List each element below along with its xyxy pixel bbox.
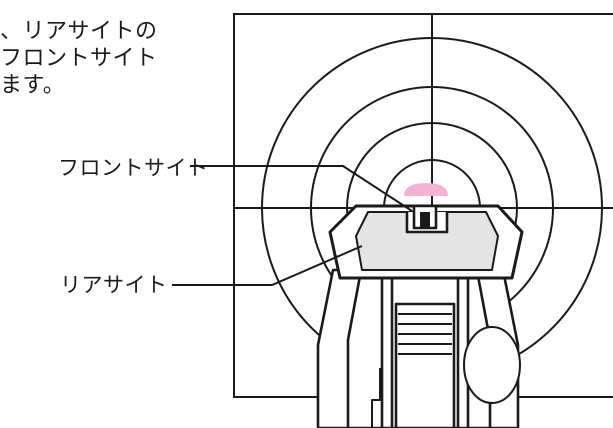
front-sight-inner — [420, 212, 430, 228]
front-sight-label: フロントサイト — [58, 156, 209, 180]
intro-line-1: 、リアサイトの — [0, 19, 158, 44]
leader-lines — [172, 165, 413, 286]
pistol-sight-icon — [316, 204, 524, 428]
slide-cutout — [463, 326, 521, 404]
channel-left — [380, 270, 394, 428]
slide-inner-left — [346, 275, 362, 428]
serration-lines — [398, 313, 452, 355]
front-sight-leader — [190, 165, 413, 212]
intro-line-2: フロントサイト — [0, 46, 158, 71]
target-highlight — [404, 183, 448, 196]
rear-sight-leader — [172, 245, 363, 286]
rear-sight-face — [355, 211, 499, 271]
intro-text: 、リアサイトの フロントサイト ます。 — [0, 18, 158, 99]
slide-serrations — [394, 302, 456, 428]
intro-line-3: ます。 — [0, 73, 66, 98]
rear-sight-label: リアサイト — [60, 273, 168, 297]
hammer-step — [371, 368, 381, 428]
